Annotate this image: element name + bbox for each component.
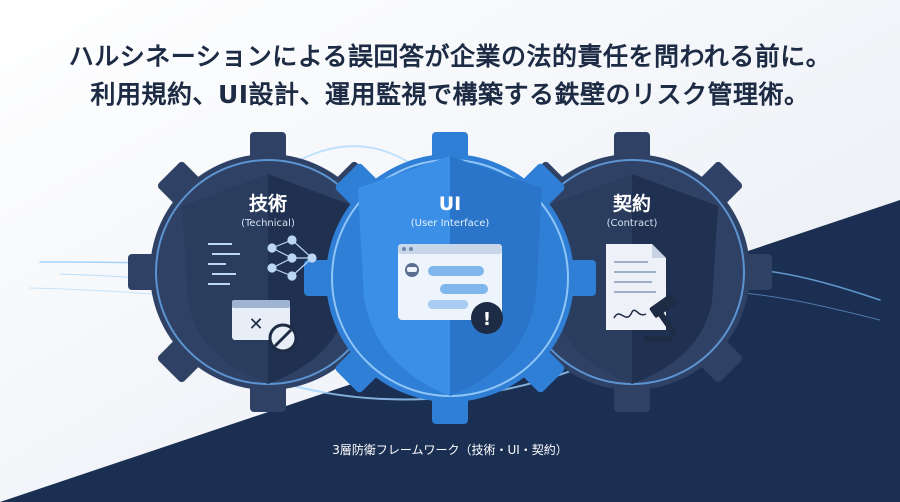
layer-label-technical: 技術 (Technical) — [241, 192, 295, 229]
layer-subtitle: (Contract) — [607, 218, 658, 229]
prohibited-icon — [268, 323, 298, 353]
layer-subtitle: (Technical) — [241, 218, 295, 229]
layer-subtitle: (User Interface) — [411, 218, 490, 229]
headline-line-1: ハルシネーションによる誤回答が企業の法的責任を問われる前に。 — [68, 42, 832, 71]
signature-icon — [613, 309, 647, 319]
svg-text:✕: ✕ — [248, 314, 263, 335]
chat-window-icon — [398, 244, 502, 320]
svg-text:!: ! — [483, 309, 491, 330]
headline-line-2: 利用規約、UI設計、運用監視で構築する鉄壁のリスク管理術。 — [90, 80, 810, 109]
layer-title: UI — [439, 193, 462, 215]
neural-network-icon — [267, 235, 317, 281]
caption: 3層防衛フレームワーク（技術・UI・契約） — [332, 443, 568, 457]
code-lines-icon — [208, 243, 240, 285]
layer-label-ui: UI (User Interface) — [411, 193, 490, 229]
layer-title: 契約 — [612, 192, 651, 215]
gavel-icon — [644, 294, 678, 342]
robot-avatar-icon — [405, 263, 419, 277]
headline: ハルシネーションによる誤回答が企業の法的責任を問われる前に。 利用規約、UI設計… — [0, 38, 900, 114]
warning-icon: ! — [471, 302, 503, 334]
layer-label-contract: 契約 (Contract) — [607, 192, 658, 229]
layer-title: 技術 — [249, 192, 287, 215]
